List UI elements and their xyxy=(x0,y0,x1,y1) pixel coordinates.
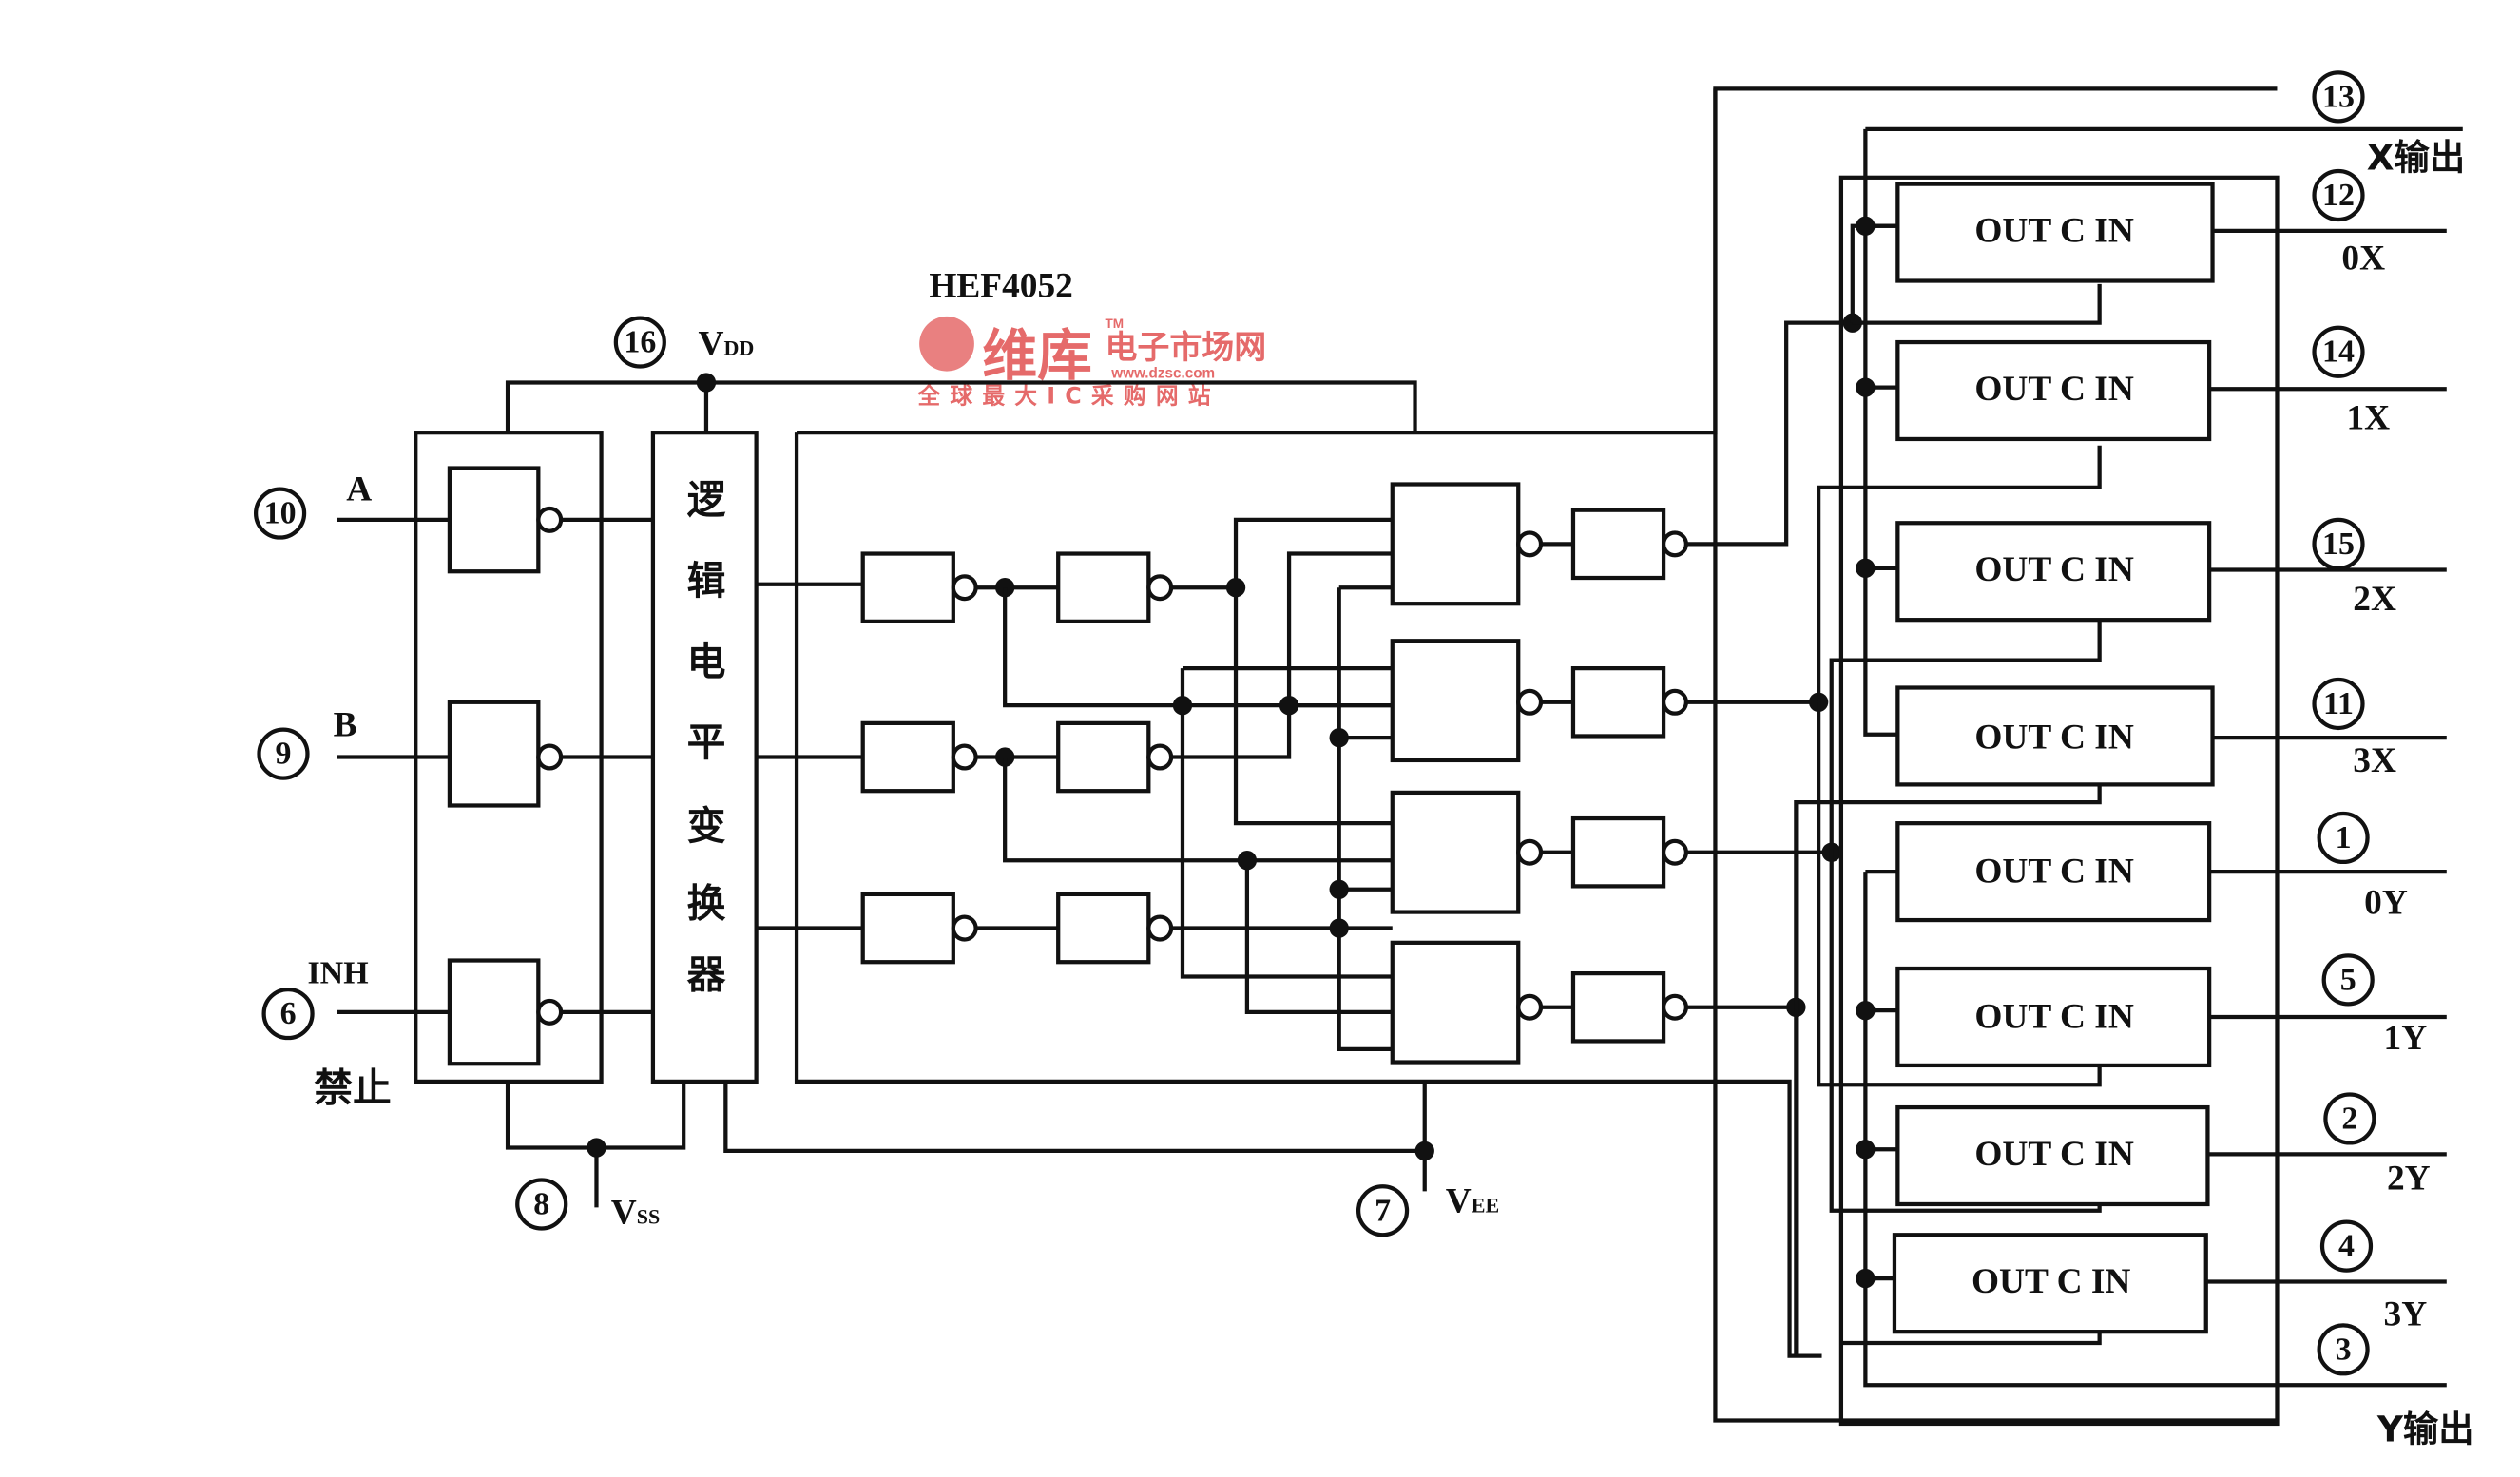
svg-text:10: 10 xyxy=(264,496,297,531)
channel-3X: 11 3X xyxy=(2312,677,2396,780)
watermark-slogan: 全球最大IC采购网站 xyxy=(916,383,1220,410)
switch-matrix-frame xyxy=(1838,175,2280,1427)
watermark-tm: TM xyxy=(1105,316,1124,331)
input-pin-INH: 6 INH xyxy=(261,955,369,1041)
svg-text:OUT C IN: OUT C IN xyxy=(1972,1262,2130,1301)
svg-text:1X: 1X xyxy=(2346,399,2390,438)
svg-text:器: 器 xyxy=(687,951,726,997)
vss-label: VSS xyxy=(611,1193,661,1232)
watermark: 维库 电子市场网 TM www.dzsc.com 全球最大IC采购网站 xyxy=(916,316,1266,410)
watermark-logo-icon xyxy=(919,316,974,372)
watermark-tagline: 电子市场网 xyxy=(1105,329,1266,367)
vdd-pin-circle xyxy=(613,316,666,369)
svg-text:OUT C IN: OUT C IN xyxy=(1974,1135,2133,1174)
svg-text:OUT C IN: OUT C IN xyxy=(1974,550,2133,589)
input-pin-B: 9 B xyxy=(257,705,357,780)
switch-control-lines xyxy=(1685,223,2102,1356)
vee-pin-number: 7 xyxy=(1375,1193,1391,1228)
x-common-output: 13 X输出 xyxy=(2312,70,2466,178)
channel-pins: 12 0X 14 1X 15 2X 11 3X 1 0Y 5 1Y xyxy=(2312,168,2431,1333)
input-label-INH: INH xyxy=(307,955,368,990)
channel-3Y: 4 3Y xyxy=(2319,1219,2428,1333)
svg-text:13: 13 xyxy=(2322,79,2355,114)
chip-title: HEF4052 xyxy=(929,266,1073,305)
vdd-pin-number: 16 xyxy=(624,325,656,360)
decoder-gates xyxy=(1390,482,1688,1065)
analog-switches: OUT C IN OUT C IN OUT C IN OUT C IN OUT … xyxy=(1892,182,2447,1334)
svg-text:1Y: 1Y xyxy=(2384,1019,2428,1058)
input-label-B: B xyxy=(334,705,357,744)
vee-label: VEE xyxy=(1446,1181,1499,1220)
vss-rail: 8 VSS xyxy=(505,1081,686,1232)
svg-text:1: 1 xyxy=(2336,820,2352,855)
inhibit-label: 禁止 xyxy=(314,1065,392,1110)
x-common-label: X输出 xyxy=(2367,136,2466,178)
svg-text:电: 电 xyxy=(687,639,726,684)
switch-1Y: OUT C IN xyxy=(1895,966,2447,1068)
vss-pin-number: 8 xyxy=(533,1186,549,1221)
svg-text:6: 6 xyxy=(280,996,297,1031)
svg-text:OUT C IN: OUT C IN xyxy=(1974,853,2133,892)
svg-text:12: 12 xyxy=(2322,178,2355,213)
switch-2Y: OUT C IN xyxy=(1895,1104,2447,1207)
svg-text:OUT C IN: OUT C IN xyxy=(1974,211,2133,250)
channel-0X: 12 0X xyxy=(2312,168,2385,278)
channel-1X: 14 1X xyxy=(2312,325,2390,438)
vdd-rail: 16 VDD xyxy=(505,316,1417,433)
svg-text:15: 15 xyxy=(2322,527,2355,562)
decoder-buffers xyxy=(756,551,1174,965)
svg-text:逻: 逻 xyxy=(687,477,726,523)
svg-text:9: 9 xyxy=(275,737,291,772)
svg-text:3X: 3X xyxy=(2353,741,2396,780)
svg-text:0Y: 0Y xyxy=(2364,883,2408,922)
svg-text:2: 2 xyxy=(2341,1101,2357,1136)
svg-text:OUT C IN: OUT C IN xyxy=(1974,997,2133,1036)
svg-text:4: 4 xyxy=(2338,1229,2355,1264)
svg-text:OUT C IN: OUT C IN xyxy=(1974,370,2133,409)
level-shifter-label: 逻 辑 电 平 变 换 器 xyxy=(687,477,726,997)
switch-0Y: OUT C IN xyxy=(1895,821,2447,923)
watermark-brand: 维库 xyxy=(982,323,1091,388)
channel-1Y: 5 1Y xyxy=(2321,953,2428,1058)
switch-1X: OUT C IN xyxy=(1895,339,2447,442)
channel-2X: 15 2X xyxy=(2312,517,2396,619)
switch-0X: OUT C IN xyxy=(1895,182,2447,283)
svg-text:3: 3 xyxy=(2336,1332,2352,1367)
svg-text:0X: 0X xyxy=(2341,240,2385,278)
svg-text:2X: 2X xyxy=(2353,580,2396,619)
switch-2X: OUT C IN xyxy=(1895,521,2447,623)
svg-text:3Y: 3Y xyxy=(2384,1295,2428,1333)
decoder-wiring xyxy=(1003,517,1393,1052)
switch-3Y: OUT C IN xyxy=(1892,1233,2447,1334)
switch-3X: OUT C IN xyxy=(1895,685,2447,787)
svg-text:5: 5 xyxy=(2340,962,2356,997)
svg-text:2Y: 2Y xyxy=(2387,1160,2431,1199)
svg-text:平: 平 xyxy=(687,719,726,765)
input-pin-A: 10 A xyxy=(253,470,372,540)
input-label-A: A xyxy=(346,470,372,508)
vdd-label: VDD xyxy=(698,325,754,364)
channel-0Y: 1 0Y xyxy=(2317,811,2408,922)
channel-2Y: 2 2Y xyxy=(2323,1092,2431,1199)
watermark-url: www.dzsc.com xyxy=(1110,365,1215,381)
switch-matrix xyxy=(1713,88,2463,1427)
svg-text:14: 14 xyxy=(2322,335,2355,370)
svg-text:11: 11 xyxy=(2323,686,2354,721)
input-inverters xyxy=(337,466,653,1066)
svg-text:换: 换 xyxy=(687,881,726,927)
svg-text:变: 变 xyxy=(687,803,726,849)
svg-text:OUT C IN: OUT C IN xyxy=(1974,719,2133,758)
svg-text:辑: 辑 xyxy=(687,558,726,604)
y-common-output: 3 Y输出 xyxy=(2317,1323,2474,1450)
y-common-label: Y输出 xyxy=(2376,1409,2474,1450)
